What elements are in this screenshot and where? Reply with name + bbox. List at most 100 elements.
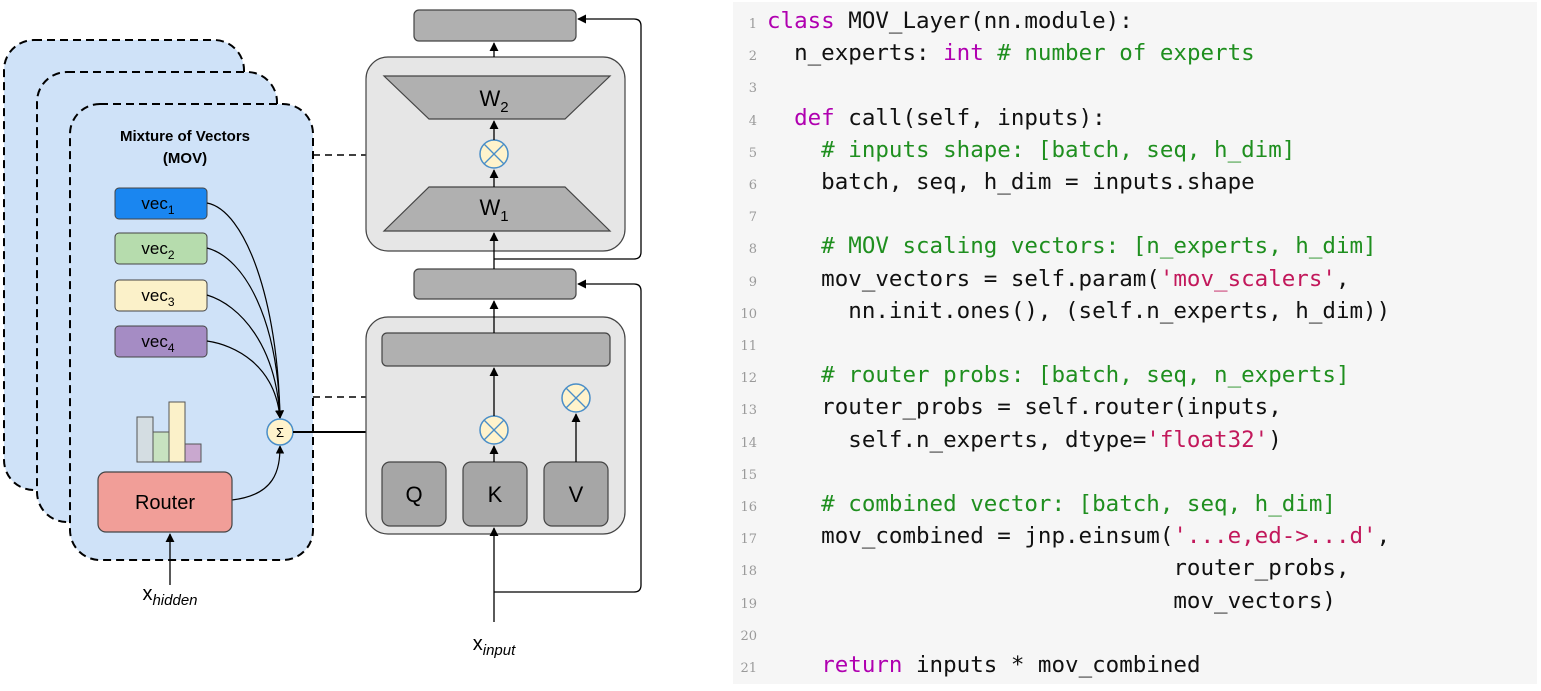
line-number: 8: [748, 242, 757, 258]
code-token-plain: MOV_Layer(nn.module):: [834, 8, 1133, 34]
code-line-10: 10 nn.init.ones(), (self.n_experts, h_di…: [733, 295, 1390, 327]
w1-projection: [382, 186, 612, 232]
code-token-plain: ,: [1335, 265, 1350, 292]
code-token-string: 'mov_scalers': [1159, 265, 1336, 292]
code-token-plain: nn.init.ones(), (self.n_experts, h_dim)): [767, 297, 1391, 324]
svg-text:vec1: vec1: [141, 194, 174, 217]
code-line-15: 15: [733, 456, 767, 488]
code-token-plain: mov_combined = jnp.einsum(: [767, 523, 1174, 550]
line-number: 10: [740, 306, 757, 322]
line-number: 12: [740, 371, 757, 387]
code-line-14: 14 self.n_experts, dtype='float32'): [733, 424, 1281, 456]
vec-1-to-sum-connector: [206, 202, 285, 419]
k-projection: K: [462, 461, 528, 527]
v-projection: V: [543, 461, 609, 527]
router-prob-bar-1: [136, 416, 154, 463]
code-line-5: 5 # inputs shape: [batch, seq, h_dim]: [733, 134, 1296, 166]
vec-2-to-sum-connector: [206, 247, 285, 419]
code-token-plain: mov_vectors): [767, 587, 1336, 614]
code-token-plain: batch, seq, h_dim = inputs.shape: [767, 169, 1255, 195]
code-line-17: 17 mov_combined = jnp.einsum('...e,ed->.…: [733, 520, 1390, 552]
line-number: 4: [748, 113, 757, 129]
q-projection: Q: [381, 461, 447, 527]
line-number: 5: [748, 145, 757, 161]
line-number: 9: [748, 274, 757, 290]
line-number: 21: [740, 661, 757, 676]
line-number: 20: [740, 628, 757, 644]
code-token-plain: [767, 652, 821, 678]
svg-text:vec3: vec3: [141, 286, 174, 309]
code-token-comment: # combined vector: [batch, seq, h_dim]: [767, 491, 1336, 517]
residual-ffn: [494, 14, 642, 260]
code-line-13: 13 router_probs = self.router(inputs,: [733, 391, 1282, 423]
vec-2-label: vec: [141, 239, 168, 258]
code-line-7: 7: [733, 198, 767, 230]
attention-output-layer: [381, 332, 611, 367]
router-to-sum-connector: [231, 445, 285, 501]
code-token-plain: inputs * mov_combined: [902, 652, 1201, 678]
line-number: 2: [748, 49, 757, 65]
code-token-kw: class: [767, 8, 835, 34]
code-token-plain: router_probs = self.router(inputs,: [767, 394, 1282, 421]
vec-3-subscript: 3: [168, 295, 175, 309]
code-token-comment: # MOV scaling vectors: [n_experts, h_dim…: [767, 233, 1377, 260]
k-mult-node: [479, 415, 509, 445]
line-number: 18: [740, 564, 757, 580]
code-token-plain: router_probs,: [767, 555, 1350, 582]
mov-architecture-diagram: Mixture of Vectors (MOV) vec1 vec2 vec3 …: [0, 0, 735, 686]
code-line-20: 20: [733, 617, 767, 649]
code-token-kw: return: [821, 652, 903, 678]
line-number: 6: [748, 178, 757, 193]
code-line-18: 18 router_probs,: [733, 552, 1349, 584]
code-token-plain: n_experts:: [767, 40, 944, 67]
line-number: 13: [740, 403, 757, 419]
code-token-plain: self.n_experts, dtype=: [767, 426, 1147, 453]
vec-4-to-sum-connector: [206, 340, 284, 419]
router-prob-bar-3: [168, 401, 186, 463]
code-line-8: 8 # MOV scaling vectors: [n_experts, h_d…: [733, 230, 1377, 262]
code-token-kw: def: [794, 104, 835, 131]
router-probs-bar-chart: [136, 401, 202, 463]
code-listing: 1 class MOV_Layer(nn.module): 2 n_experts:…: [733, 2, 1537, 684]
w1-label: W1: [479, 195, 508, 225]
router-input-label: xhidden: [142, 583, 197, 609]
code-token-plain: call(self, inputs):: [834, 104, 1106, 131]
mov-title-line-2: (MOV): [163, 150, 207, 167]
code-token-string: '...e,ed->...d': [1173, 523, 1377, 550]
output-layer: [413, 9, 577, 42]
w2-projection: [382, 75, 612, 120]
code-line-3: 3: [733, 69, 767, 101]
code-line-6: 6 batch, seq, h_dim = inputs.shape: [733, 166, 1255, 198]
code-line-11: 11: [733, 327, 767, 359]
router-prob-bar-4: [184, 443, 202, 463]
w2-label: W2: [479, 86, 508, 116]
code-token-comment: # number of experts: [983, 40, 1255, 67]
vec-4-label: vec: [141, 332, 168, 351]
vec-1: vec1: [114, 187, 208, 220]
line-number: 1: [748, 17, 757, 32]
code-line-2: 2 n_experts: int # number of experts: [733, 37, 1255, 69]
ffn-mult-node: [479, 139, 509, 169]
code-line-4: 4 def call(self, inputs):: [733, 102, 1106, 134]
vec-2-subscript: 2: [168, 248, 175, 262]
line-number: 16: [740, 500, 757, 515]
code-line-16: 16 # combined vector: [batch, seq, h_dim…: [733, 488, 1336, 520]
svg-text:vec4: vec4: [141, 332, 174, 355]
code-token-kw: int: [943, 40, 984, 67]
code-line-19: 19 mov_vectors): [733, 585, 1336, 617]
line-number: 15: [740, 467, 757, 483]
svg-text:vec2: vec2: [141, 239, 174, 262]
code-line-9: 9 mov_vectors = self.param('mov_scalers'…: [733, 263, 1350, 295]
code-token-plain: mov_vectors = self.param(: [767, 265, 1160, 292]
v-mult-node: [561, 383, 591, 413]
mov-title-line-1: Mixture of Vectors: [120, 128, 250, 145]
line-number: 14: [740, 435, 757, 451]
line-number: 7: [748, 210, 757, 226]
code-line-1: 1 class MOV_Layer(nn.module):: [733, 5, 1133, 37]
code-token-comment: # router probs: [batch, seq, n_experts]: [767, 362, 1350, 389]
middle-layer: [413, 268, 577, 300]
code-token-string: 'float32': [1146, 426, 1269, 453]
router-label: Router: [135, 492, 195, 514]
line-number: 3: [748, 81, 757, 97]
vec-1-subscript: 1: [168, 203, 175, 217]
